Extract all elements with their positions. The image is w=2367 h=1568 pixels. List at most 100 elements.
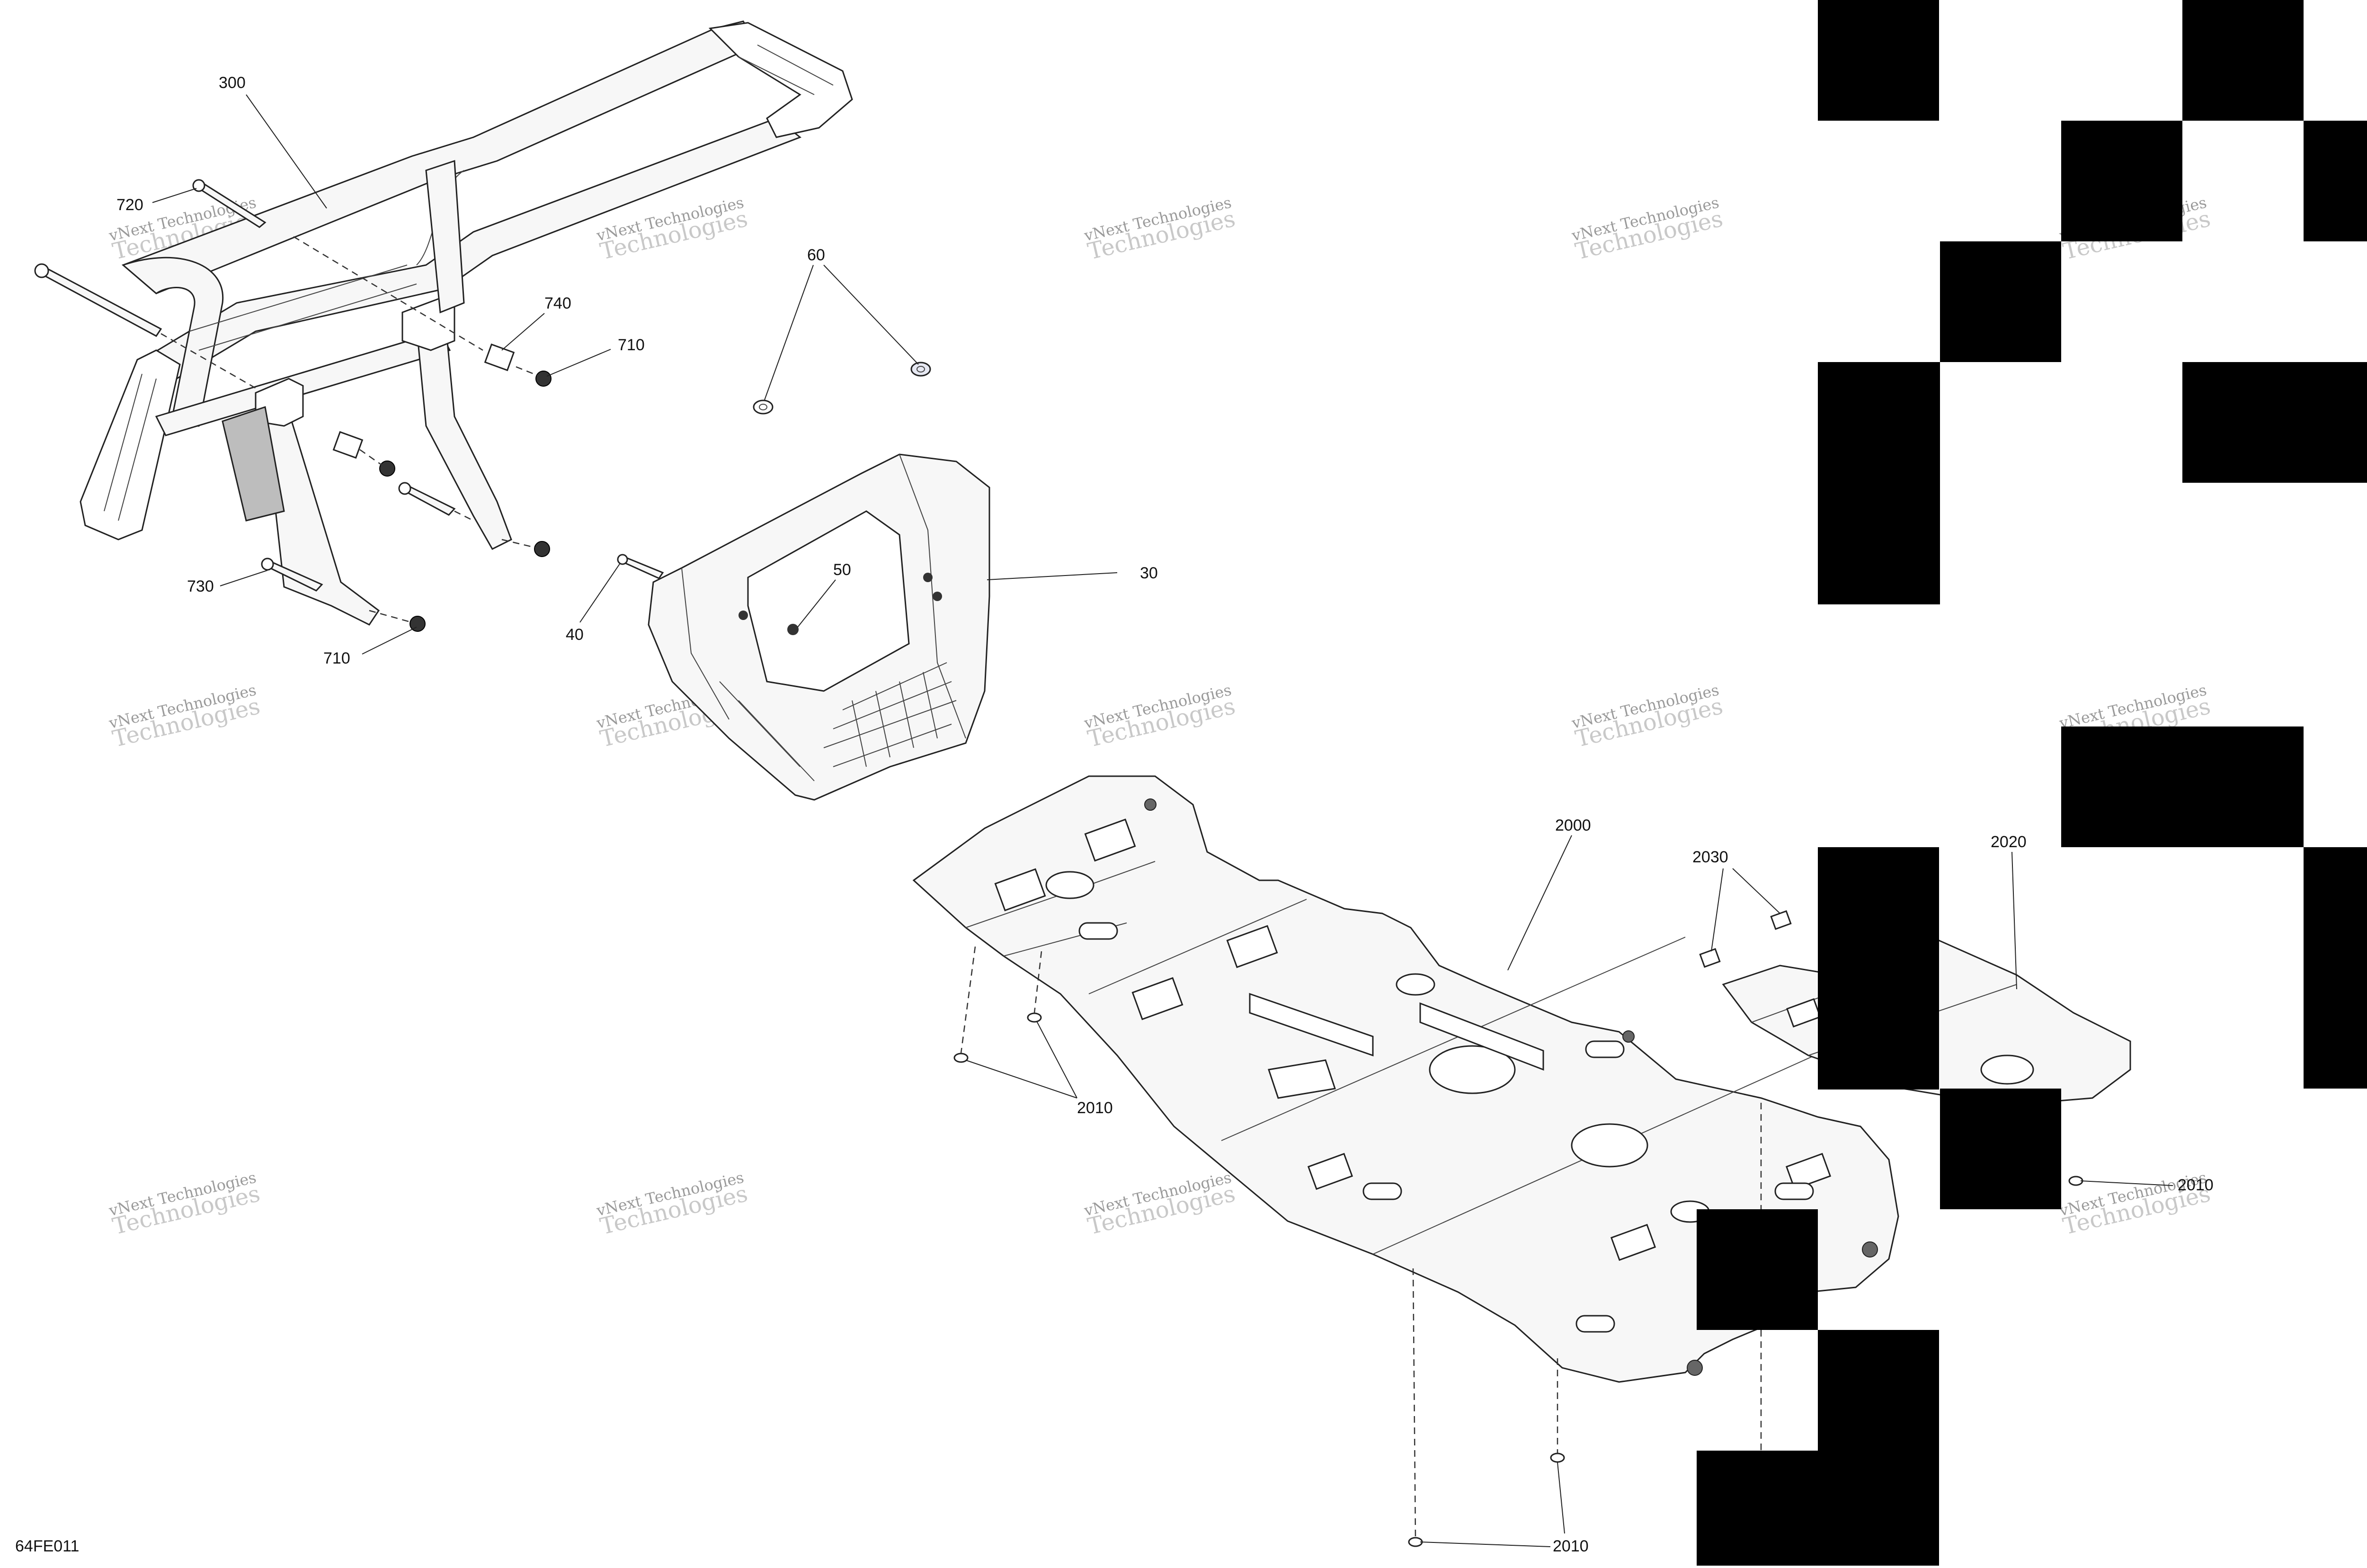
occlusion-block: [1940, 241, 2061, 362]
rivet-2010: [1408, 1537, 1423, 1547]
callout-710: 710: [323, 649, 350, 667]
bumper-right-endcap: [708, 22, 853, 138]
callout-labels: 300 720 740 710 730 710 60 50 40 30 2000…: [116, 74, 2214, 1555]
occlusion-block: [2061, 121, 2182, 241]
rivet-2010: [2068, 1176, 2083, 1186]
bolt-head: [192, 179, 205, 192]
occlusion-block: [2182, 0, 2304, 121]
occlusion-block: [2182, 362, 2367, 483]
skid-plate-vents: [994, 818, 1832, 1261]
bumper-left-endcap: [80, 349, 181, 540]
occlusion-block: [1940, 1089, 2061, 1209]
occlusion-block: [2304, 847, 2367, 1089]
callout-2010: 2010: [1553, 1537, 1589, 1555]
assembly-line: [960, 946, 976, 1054]
rivet-2010: [953, 1053, 969, 1063]
spacer: [332, 431, 364, 459]
occlusion-block: [1818, 362, 1940, 604]
fascia-ribs: [823, 662, 957, 767]
occlusion-block: [2061, 726, 2304, 847]
watermark: Technologies vNext Technologies: [107, 1169, 263, 1240]
skid-plate-fastener: [1144, 798, 1157, 811]
callout-710: 710: [618, 336, 645, 354]
bolt-head: [398, 482, 411, 495]
fascia-clip: [933, 592, 942, 601]
nut-710: [409, 616, 426, 632]
rear-skid-plate-opening: [1980, 1054, 2034, 1085]
callout-730: 730: [187, 577, 214, 595]
nut-60-left: [753, 399, 774, 415]
callout-740: 740: [544, 294, 571, 312]
skid-plate-openings: [1045, 871, 1814, 1333]
callout-40: 40: [566, 626, 584, 644]
callout-2010: 2010: [1077, 1099, 1113, 1117]
fascia-clip: [923, 573, 933, 582]
screw-head: [617, 554, 628, 565]
bumper-vertical-mid: [425, 159, 465, 314]
leader-lines: [152, 94, 2173, 1547]
rear-skid-plate-vent: [1786, 998, 1821, 1028]
bumper-shade-panel: [222, 406, 285, 522]
bumper-support-right: [416, 316, 512, 550]
rivet-2010: [1550, 1453, 1565, 1463]
fascia-clip: [739, 611, 748, 620]
rivet-2010: [1027, 1012, 1042, 1023]
callout-2010: 2010: [2178, 1176, 2214, 1194]
occlusion-block: [1697, 1209, 1818, 1330]
skid-plate-fastener: [1862, 1241, 1878, 1258]
assembly-line: [160, 333, 256, 389]
callout-2000: 2000: [1555, 816, 1591, 834]
figure-code: 64FE011: [15, 1537, 79, 1555]
clip-2030: [1770, 910, 1792, 930]
skid-plate-seam: [1088, 899, 1307, 994]
bumper-frame: [34, 20, 853, 632]
callout-50: 50: [833, 561, 851, 579]
assembly-line: [369, 610, 412, 623]
nut: [534, 541, 550, 557]
callout-720: 720: [116, 196, 143, 214]
callout-2030: 2030: [1692, 848, 1728, 866]
clips-2030: [1699, 910, 1792, 968]
bumper-cross-tube: [155, 330, 451, 436]
nut-60-right: [910, 362, 931, 377]
nut-710: [535, 371, 552, 387]
occlusion-blocks: [1697, 0, 2367, 1566]
bolt-head: [261, 558, 274, 571]
occlusion-block: [1818, 847, 1939, 1090]
nuts-60: [753, 362, 931, 415]
endcap-detail: [104, 373, 157, 521]
occlusion-block: [1697, 1451, 1818, 1566]
callout-60: 60: [807, 246, 825, 264]
callout-30: 30: [1140, 564, 1158, 582]
assembly-line: [359, 449, 538, 549]
front-fascia: [617, 453, 990, 801]
fascia-ribs: [852, 672, 938, 767]
assembly-line: [1033, 951, 1042, 1013]
fascia-ribs: [719, 681, 815, 781]
callout-300: 300: [219, 74, 246, 92]
skid-plate-fastener: [1622, 1030, 1635, 1043]
watermark: Technologies vNext Technologies: [595, 1169, 750, 1240]
fascia-nut-50: [787, 624, 799, 635]
occlusion-block: [2304, 121, 2367, 241]
callout-2020: 2020: [1991, 833, 2027, 851]
endcap-detail: [738, 44, 834, 95]
occlusion-block: [1818, 1330, 1939, 1566]
clip-2030: [1699, 948, 1721, 968]
skid-plate-body: [912, 775, 1899, 1383]
watermark: Technologies vNext Technologies: [107, 681, 263, 753]
nut: [379, 461, 395, 477]
assembly-line: [293, 236, 540, 377]
watermark: Technologies vNext Technologies: [1082, 681, 1238, 753]
watermark: Technologies vNext Technologies: [1082, 1169, 1238, 1240]
bolt-head: [34, 263, 49, 278]
watermark: Technologies vNext Technologies: [1570, 194, 1726, 265]
bumper-left-curve: [122, 257, 224, 427]
skid-plate: [912, 775, 1899, 1383]
spacer-740: [484, 343, 515, 372]
fascia-window: [747, 510, 910, 692]
skid-plate-fastener: [1687, 1360, 1703, 1376]
watermark: Technologies vNext Technologies: [1570, 681, 1726, 753]
